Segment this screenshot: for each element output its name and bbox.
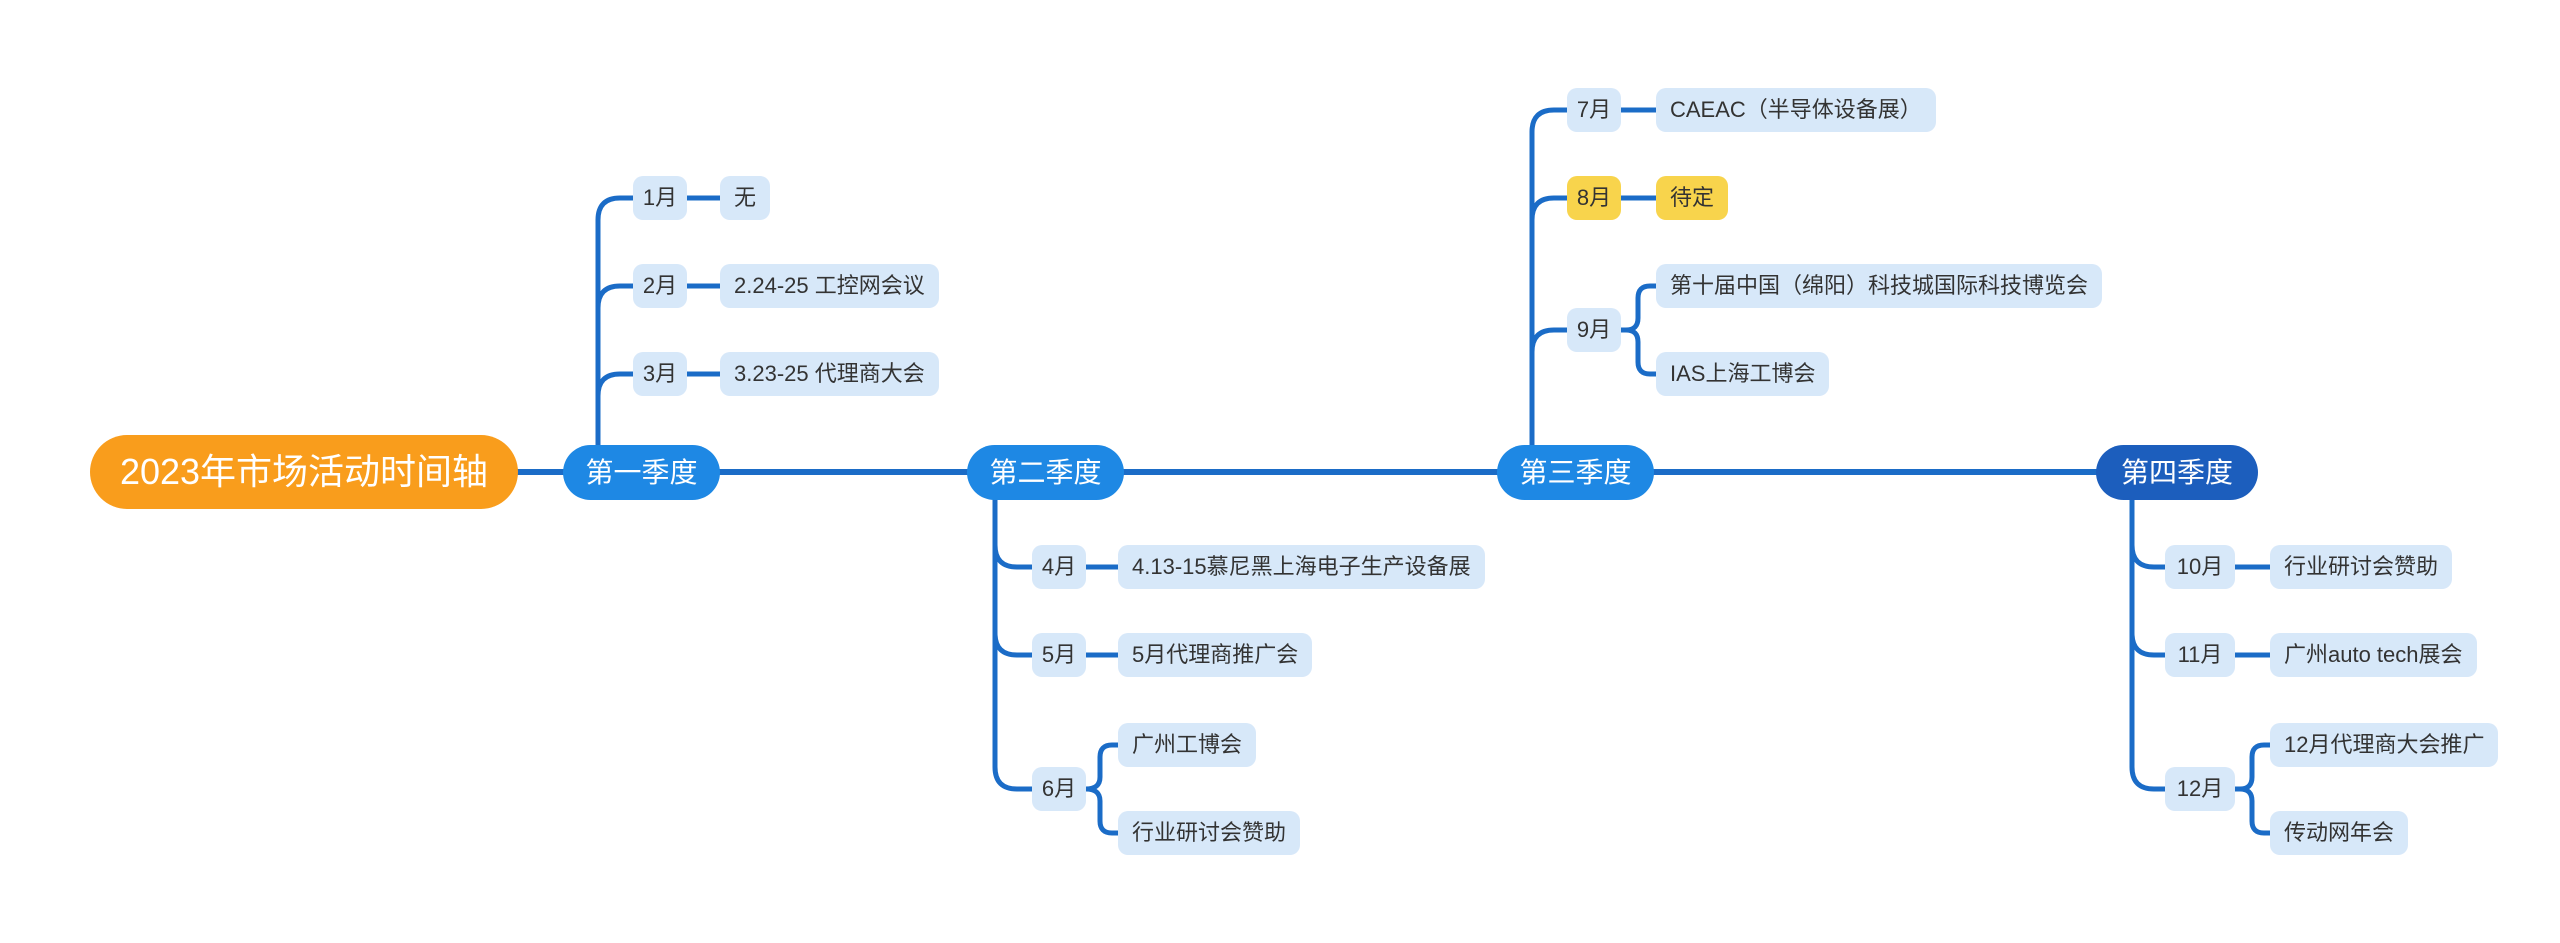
event-node-dec-dealer-promo[interactable]: 12月代理商大会推广 bbox=[2270, 723, 2499, 767]
q2-branch-lines bbox=[992, 469, 1123, 836]
month-node-aug[interactable]: 8月 bbox=[1567, 176, 1621, 220]
event-node-dec-annual-meeting[interactable]: 传动网年会 bbox=[2270, 811, 2409, 855]
month-node-dec[interactable]: 12月 bbox=[2165, 767, 2235, 811]
month-node-jun[interactable]: 6月 bbox=[1032, 767, 1086, 811]
month-node-nov[interactable]: 11月 bbox=[2165, 633, 2235, 677]
month-node-jan[interactable]: 1月 bbox=[633, 176, 687, 220]
event-node-feb-conference[interactable]: 2.24-25 工控网会议 bbox=[720, 264, 939, 308]
event-node-oct-seminar-sponsor[interactable]: 行业研讨会赞助 bbox=[2270, 545, 2453, 589]
quarter-node-q4[interactable]: 第四季度 bbox=[2096, 445, 2258, 500]
event-node-jan-none[interactable]: 无 bbox=[720, 176, 771, 220]
q3-branch-lines bbox=[1529, 107, 1661, 475]
month-node-apr[interactable]: 4月 bbox=[1032, 545, 1086, 589]
month-node-sep[interactable]: 9月 bbox=[1567, 308, 1621, 352]
q4-branch-lines bbox=[2129, 469, 2275, 836]
month-node-jul[interactable]: 7月 bbox=[1567, 88, 1621, 132]
event-node-sep-ias-shanghai[interactable]: IAS上海工博会 bbox=[1656, 352, 1830, 396]
quarter-node-q3[interactable]: 第三季度 bbox=[1497, 445, 1654, 500]
event-node-apr-munich-expo[interactable]: 4.13-15慕尼黑上海电子生产设备展 bbox=[1118, 545, 1485, 589]
quarter-node-q2[interactable]: 第二季度 bbox=[967, 445, 1124, 500]
event-node-jun-guangzhou-fair[interactable]: 广州工博会 bbox=[1118, 723, 1257, 767]
month-node-feb[interactable]: 2月 bbox=[633, 264, 687, 308]
month-node-may[interactable]: 5月 bbox=[1032, 633, 1086, 677]
q1-branch-lines bbox=[595, 195, 725, 475]
event-node-jul-caeac[interactable]: CAEAC（半导体设备展） bbox=[1656, 88, 1936, 132]
event-node-may-dealer-promo[interactable]: 5月代理商推广会 bbox=[1118, 633, 1313, 677]
month-node-oct[interactable]: 10月 bbox=[2165, 545, 2235, 589]
event-node-mar-dealer-meeting[interactable]: 3.23-25 代理商大会 bbox=[720, 352, 939, 396]
root-node[interactable]: 2023年市场活动时间轴 bbox=[90, 435, 518, 509]
event-node-aug-tbd[interactable]: 待定 bbox=[1656, 176, 1729, 220]
quarter-node-q1[interactable]: 第一季度 bbox=[563, 445, 720, 500]
event-node-sep-mianyang-expo[interactable]: 第十届中国（绵阳）科技城国际科技博览会 bbox=[1656, 264, 2103, 308]
event-node-jun-seminar-sponsor[interactable]: 行业研讨会赞助 bbox=[1118, 811, 1301, 855]
event-node-nov-autotech[interactable]: 广州auto tech展会 bbox=[2270, 633, 2477, 677]
month-node-mar[interactable]: 3月 bbox=[633, 352, 687, 396]
